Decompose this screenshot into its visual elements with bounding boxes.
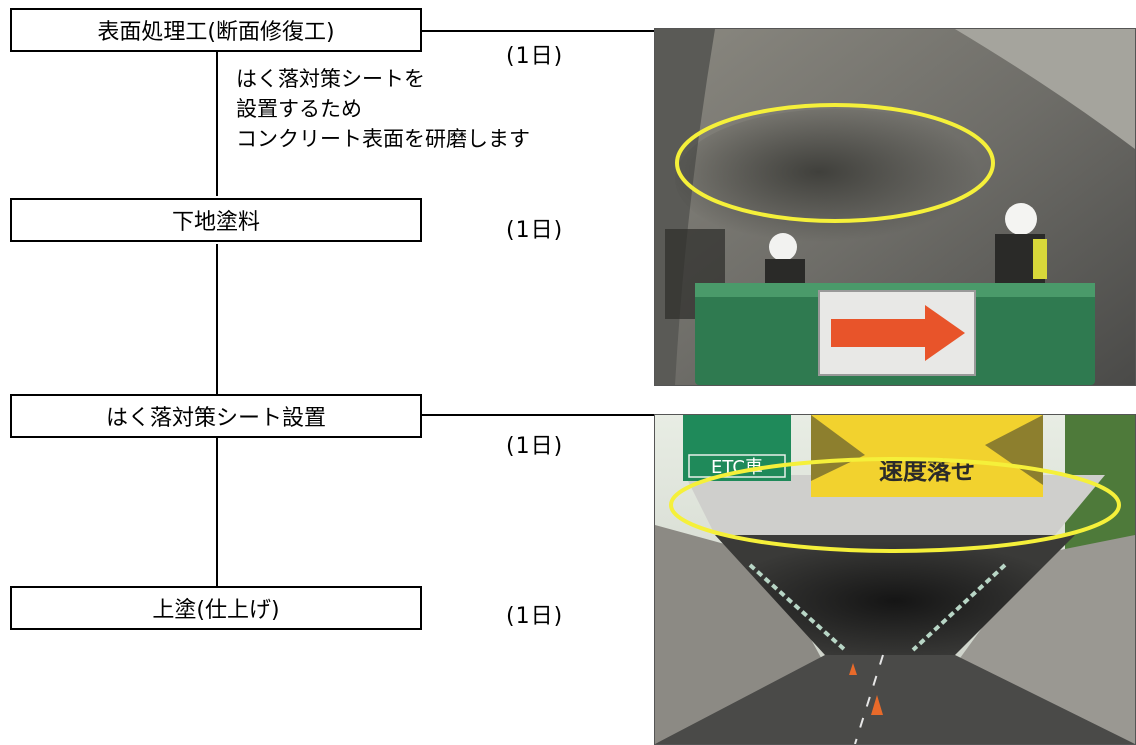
step-note: はく落対策シートを 設置するため コンクリート表面を研磨します xyxy=(236,64,530,154)
duration-step-2: (1日) xyxy=(506,218,564,243)
duration-step-1: (1日) xyxy=(506,44,564,69)
note-line: コンクリート表面を研磨します xyxy=(236,127,530,151)
step-sheet-installation: はく落対策シート設置 xyxy=(10,394,422,438)
photo-tunnel-entrance: ETC車 速度落せ xyxy=(654,414,1136,745)
note-line: はく落対策シートを xyxy=(236,67,425,91)
step-top-coat: 上塗(仕上げ) xyxy=(10,586,422,630)
step-label: 表面処理工(断面修復工) xyxy=(97,20,335,45)
photo-surface-polishing xyxy=(654,28,1136,386)
step-label: 上塗(仕上げ) xyxy=(152,598,280,623)
highlight-ellipse xyxy=(669,457,1121,553)
flow-line-1 xyxy=(216,52,218,196)
flow-line-3 xyxy=(216,438,218,588)
step-primer: 下地塗料 xyxy=(10,198,422,242)
etc-sign-text: ETC車 xyxy=(711,457,763,478)
step-surface-treatment: 表面処理工(断面修復工) xyxy=(10,8,422,52)
step-label: はく落対策シート設置 xyxy=(105,406,326,431)
connector-photo-1 xyxy=(422,30,654,32)
note-line: 設置するため xyxy=(236,97,362,121)
duration-step-3: (1日) xyxy=(506,434,564,459)
duration-step-4: (1日) xyxy=(506,604,564,629)
highlight-ellipse xyxy=(675,103,995,223)
flow-line-2 xyxy=(216,244,218,394)
step-label: 下地塗料 xyxy=(171,210,260,235)
